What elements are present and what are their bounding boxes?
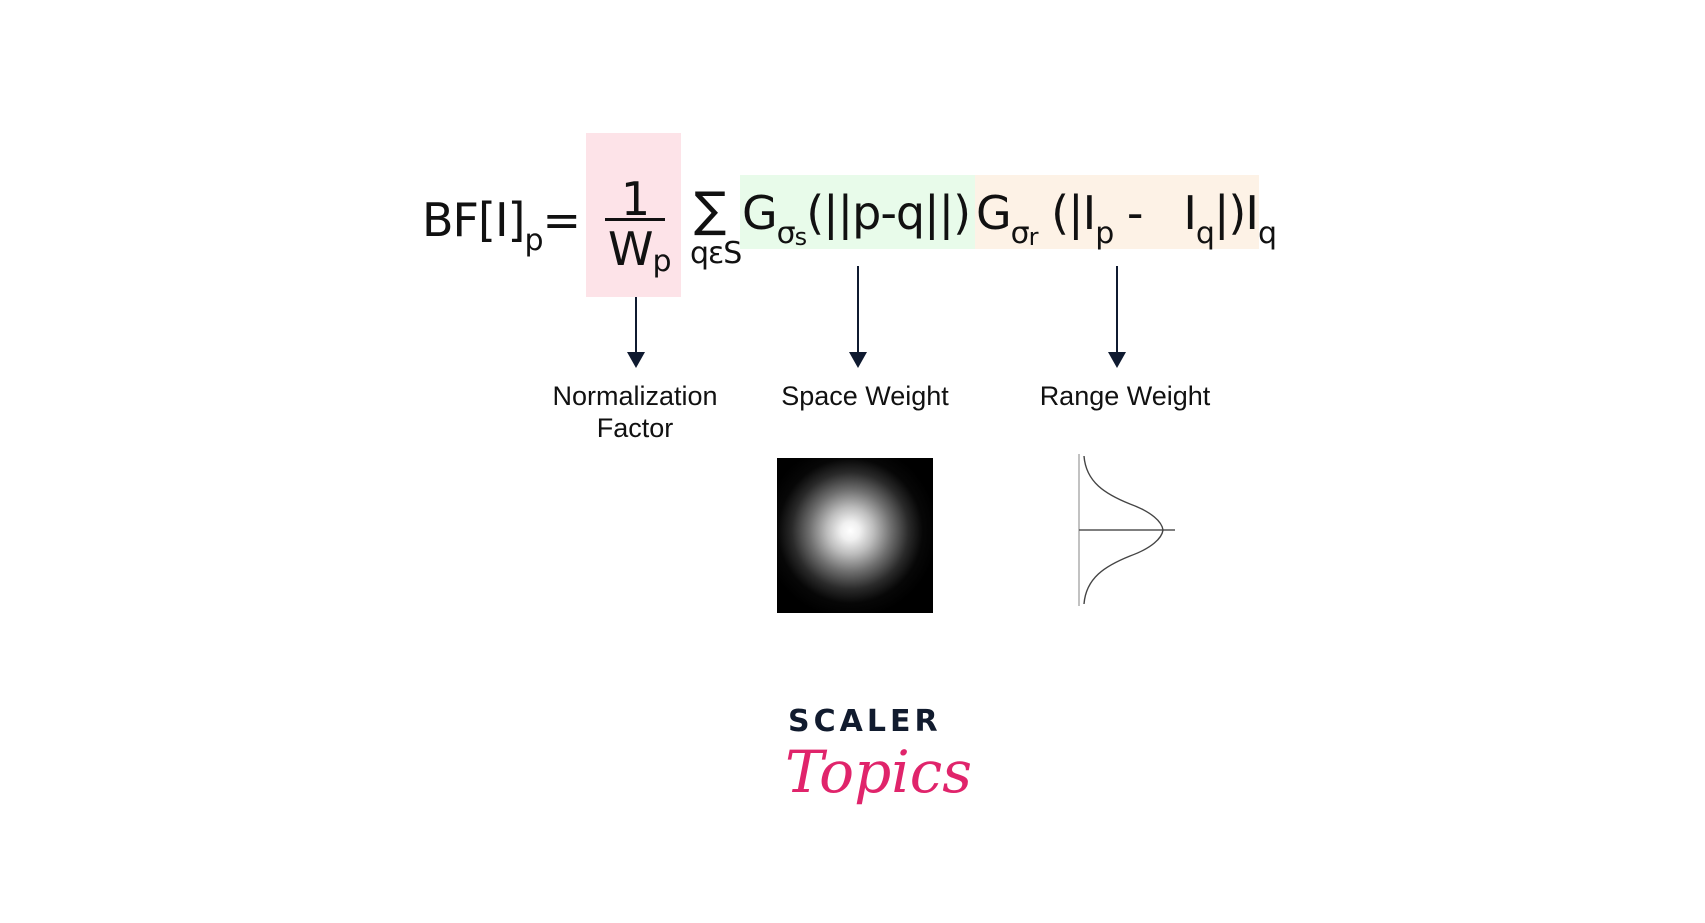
- space-weight-label: Space Weight: [781, 381, 949, 411]
- arrow-down-icon: [849, 352, 867, 368]
- sum-subscript: qεS: [690, 236, 742, 271]
- range-Ip-sub: p: [1095, 216, 1114, 251]
- space-G: G: [742, 186, 778, 240]
- arrow-down-icon: [627, 352, 645, 368]
- range-weight-label: Range Weight: [1039, 381, 1211, 411]
- range-sigma: σ: [1010, 216, 1030, 251]
- normalization-highlight: [586, 133, 681, 297]
- fraction-denominator: Wp: [608, 226, 672, 277]
- fraction-numerator: 1: [620, 172, 650, 226]
- label-line2: Factor: [596, 413, 674, 443]
- arrow-space-line: [857, 266, 859, 353]
- space-weight-highlight: [740, 175, 975, 249]
- range-Iq-sub: q: [1195, 216, 1215, 251]
- tail-I: I: [1245, 186, 1259, 240]
- range-sigma-sub: r: [1028, 223, 1039, 251]
- space-sigma-sub: s: [794, 223, 807, 251]
- arrow-down-icon: [1108, 352, 1126, 368]
- denominator-subscript: p: [652, 244, 671, 279]
- space-sigma: σ: [776, 216, 796, 251]
- lhs-text: BF[I]: [422, 193, 525, 247]
- logo-scaler-text: SCALER: [788, 704, 942, 739]
- tail-sub: q: [1257, 216, 1277, 251]
- lhs-subscript: p: [524, 223, 543, 258]
- normalization-factor-label: Normalization Factor: [520, 380, 750, 444]
- equals-sign: =: [542, 193, 582, 247]
- fraction-bar: [605, 218, 665, 221]
- range-close: |): [1213, 186, 1246, 240]
- sum-symbol: ∑: [694, 182, 726, 238]
- space-weight-gaussian-image: [777, 458, 933, 613]
- range-minus: - I: [1113, 186, 1197, 240]
- range-weight-gaussian-curve: [1078, 454, 1175, 606]
- range-open: (|I: [1051, 186, 1096, 240]
- range-weight-highlight: [975, 175, 1259, 249]
- logo-topics-text: Topics: [785, 738, 973, 806]
- space-argument: (||p-q||): [806, 186, 971, 240]
- formula-lhs: BF[I]p=: [422, 197, 581, 256]
- denominator-W: W: [608, 222, 653, 276]
- label-line1: Normalization: [552, 381, 718, 411]
- arrow-range-line: [1116, 266, 1118, 353]
- range-G: G: [976, 186, 1012, 240]
- arrow-normalization-line: [635, 297, 637, 353]
- space-term: Gσs(||p-q||): [742, 190, 971, 249]
- range-term: Gσr (|Ip - Iq|)Iq: [976, 190, 1277, 249]
